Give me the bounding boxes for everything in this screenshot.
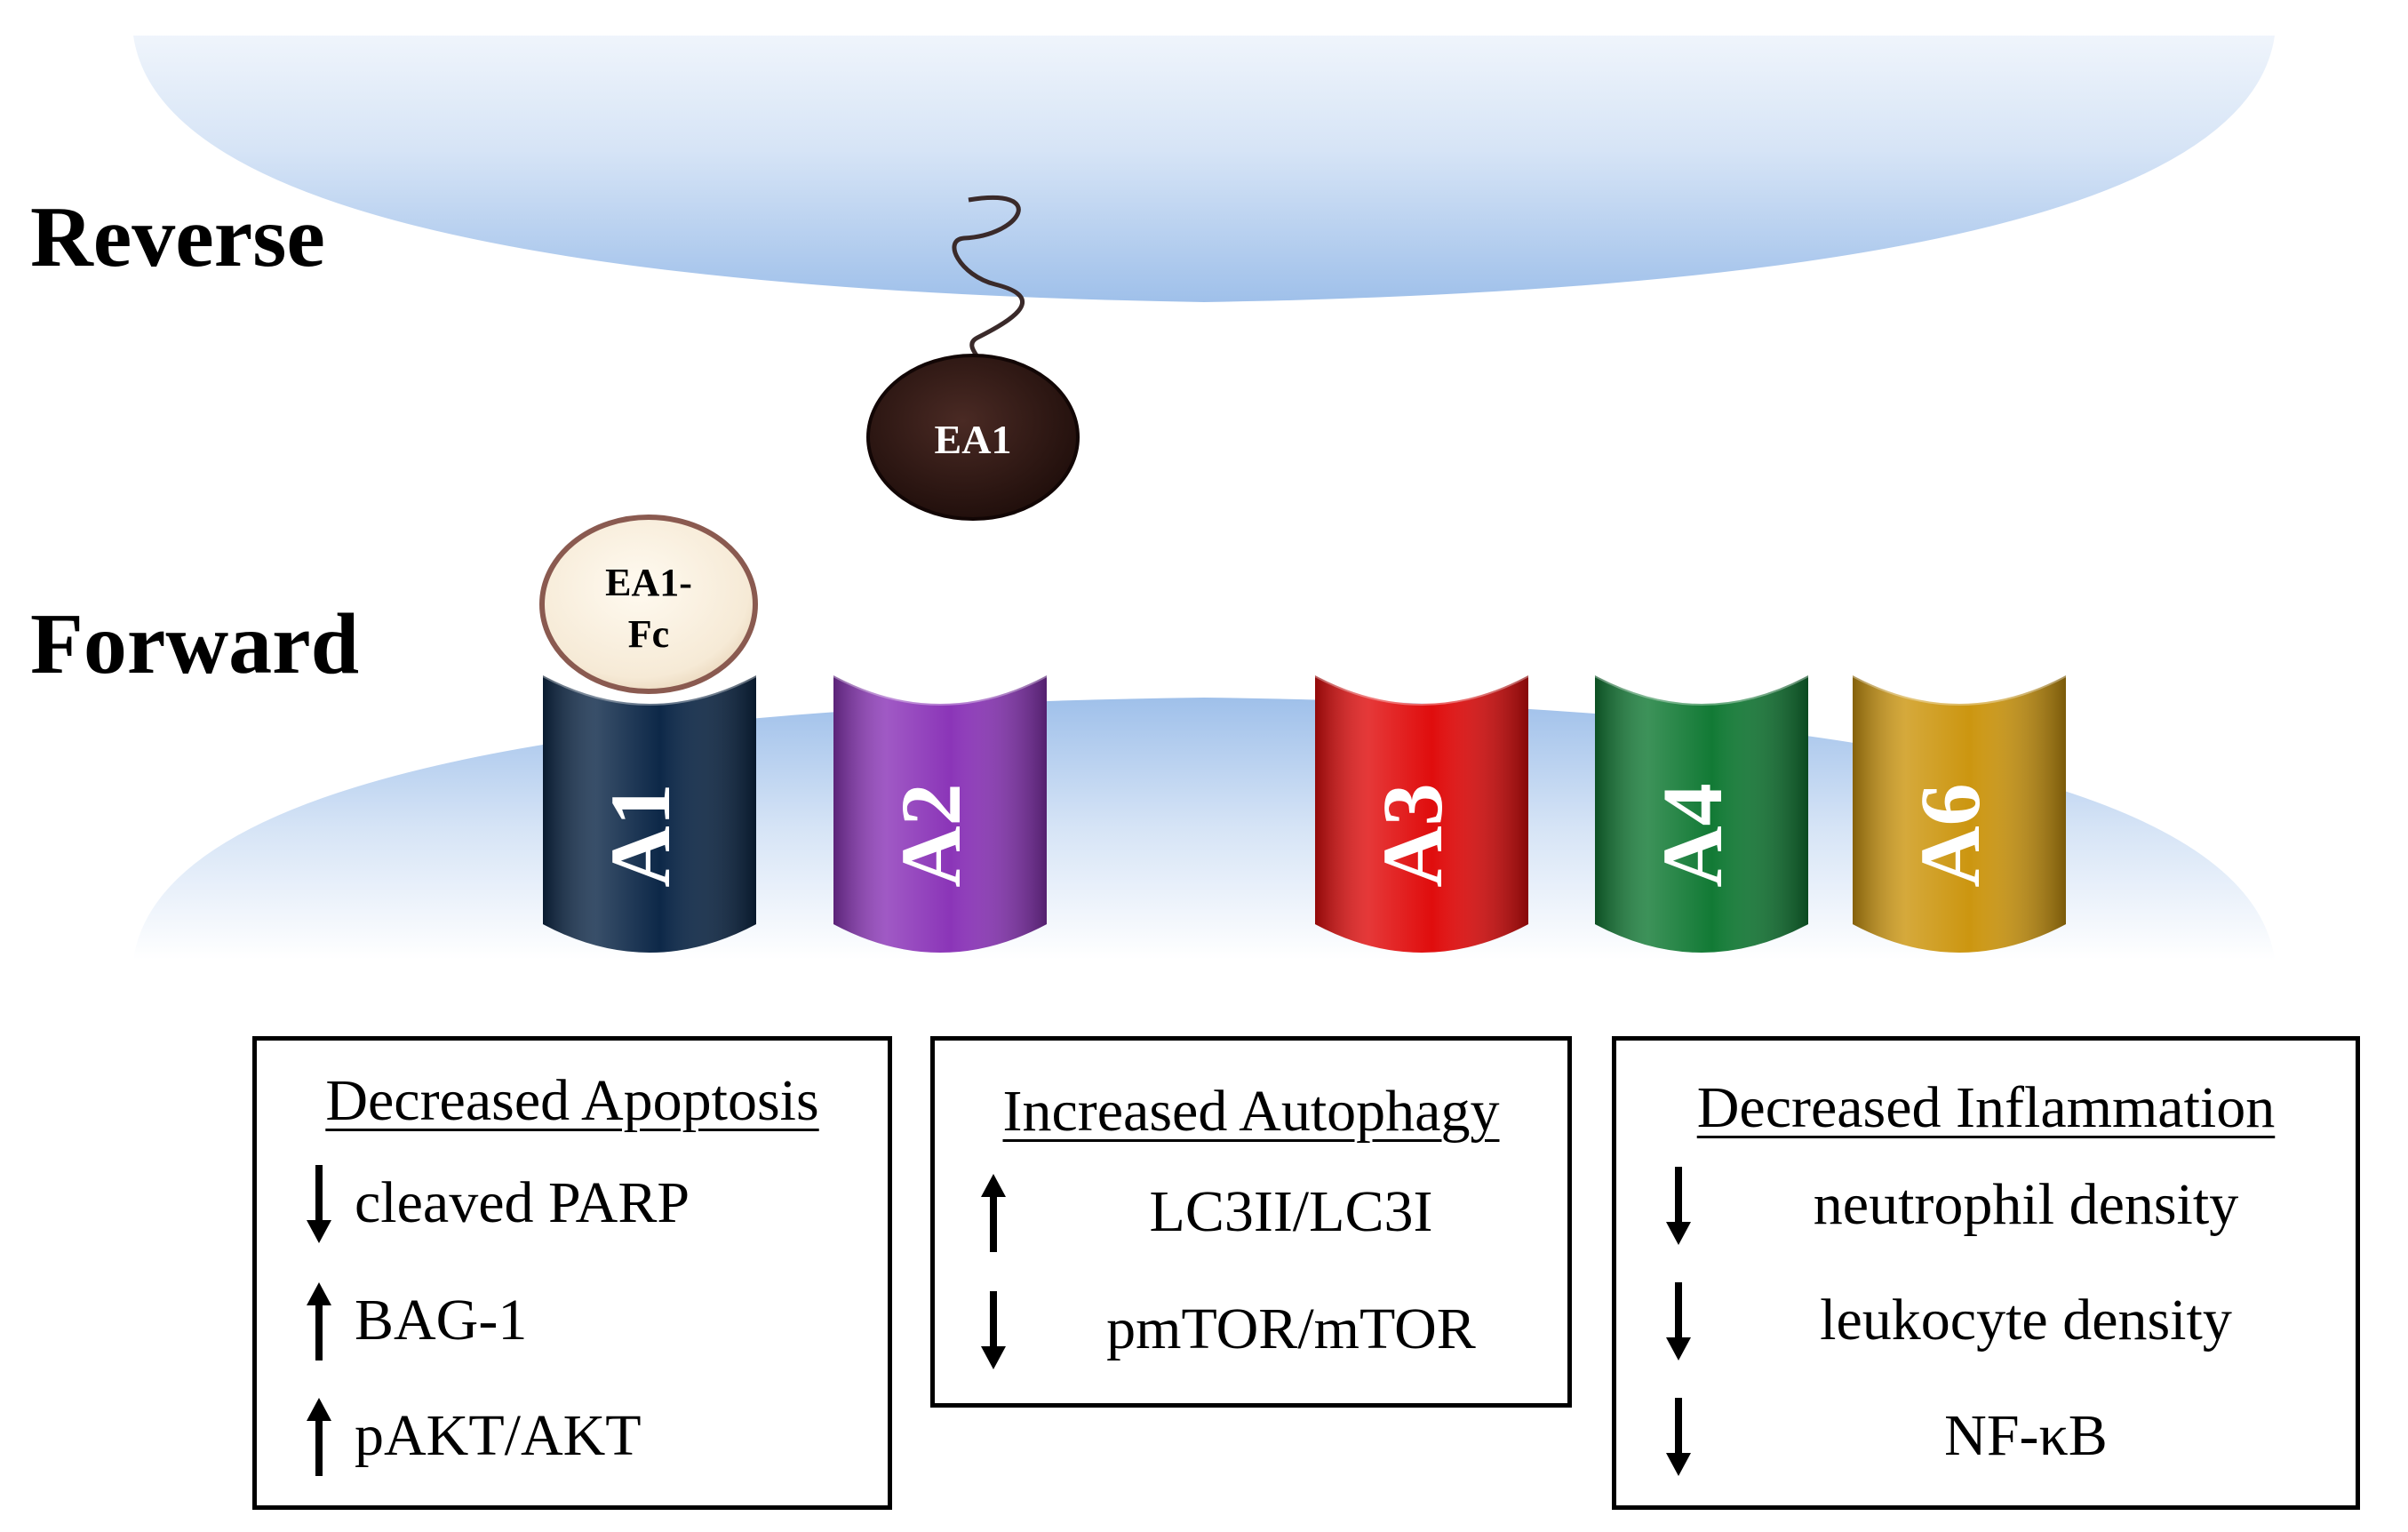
receptor-label: A3 bbox=[1365, 783, 1460, 887]
receptor-a3: A3 bbox=[1314, 674, 1529, 953]
ea1-ligand: EA1 bbox=[866, 354, 1080, 521]
ea1-tether bbox=[952, 195, 1025, 379]
item-text: neutrophil density bbox=[1813, 1172, 2239, 1237]
item-text: LC3II/LC3I bbox=[1149, 1179, 1433, 1244]
arrow-up-icon bbox=[981, 1174, 1006, 1252]
receptor-group: A1 A2 A3 A4 A6 bbox=[542, 674, 2067, 953]
receptor-label: A6 bbox=[1902, 783, 1997, 887]
receptor-a1: A1 bbox=[542, 674, 757, 953]
reverse-label: Reverse bbox=[30, 189, 325, 285]
arrow-down-icon bbox=[1666, 1282, 1691, 1360]
item-text: cleaved PARP bbox=[355, 1170, 690, 1235]
arrow-up-icon bbox=[307, 1398, 331, 1476]
item-text: leukocyte density bbox=[1820, 1288, 2232, 1352]
receptor-a2: A2 bbox=[833, 674, 1048, 953]
item-text: pAKT/AKT bbox=[355, 1403, 642, 1468]
item-text: NF-κB bbox=[1944, 1403, 2108, 1468]
receptor-a4: A4 bbox=[1594, 674, 1809, 953]
arrow-up-icon bbox=[307, 1282, 331, 1360]
receptor-label: A2 bbox=[883, 783, 978, 887]
list-item: cleaved PARP bbox=[257, 1165, 888, 1245]
inflammation-title: Decreased Inflammation bbox=[1696, 1075, 2276, 1140]
receptor-label: A4 bbox=[1645, 783, 1740, 887]
list-item: leukocyte density bbox=[1616, 1282, 2356, 1362]
list-item: pAKT/AKT bbox=[257, 1398, 888, 1478]
forward-label: Forward bbox=[30, 596, 360, 692]
item-text: BAG-1 bbox=[355, 1288, 528, 1352]
arrow-down-icon bbox=[981, 1291, 1006, 1369]
list-item: BAG-1 bbox=[257, 1282, 888, 1362]
list-item: neutrophil density bbox=[1616, 1167, 2356, 1247]
list-item: LC3II/LC3I bbox=[935, 1174, 1567, 1254]
ea1-fc-label-line2: Fc bbox=[628, 612, 669, 656]
arrow-down-icon bbox=[1666, 1398, 1691, 1476]
receptor-label: A1 bbox=[593, 783, 688, 887]
apoptosis-title: Decreased Apoptosis bbox=[325, 1068, 819, 1133]
list-item: NF-κB bbox=[1616, 1398, 2356, 1478]
arrow-down-icon bbox=[307, 1165, 331, 1243]
list-item: pmTOR/mTOR bbox=[935, 1291, 1567, 1371]
inflammation-box: Decreased Inflammation neutrophil densit… bbox=[1612, 1036, 2360, 1510]
item-text: pmTOR/mTOR bbox=[1106, 1297, 1476, 1361]
autophagy-title: Increased Autophagy bbox=[1002, 1079, 1500, 1144]
apoptosis-box: Decreased Apoptosis cleaved PARP BAG-1 pAK… bbox=[252, 1036, 892, 1510]
ea1-fc-ligand: EA1- Fc bbox=[539, 515, 758, 694]
receptor-a6: A6 bbox=[1852, 674, 2067, 953]
ea1-fc-label-line1: EA1- bbox=[605, 561, 692, 604]
ea1-label: EA1 bbox=[935, 417, 1012, 462]
arrow-down-icon bbox=[1666, 1167, 1691, 1245]
top-membrane bbox=[133, 0, 2275, 302]
autophagy-box: Increased Autophagy LC3II/LC3I pmTOR/mTOR bbox=[930, 1036, 1572, 1408]
